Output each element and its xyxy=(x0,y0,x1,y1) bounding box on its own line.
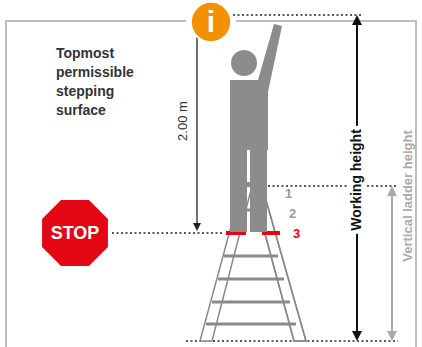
node-label: STOP xyxy=(51,223,100,244)
step-number: 3 xyxy=(293,226,300,241)
frame xyxy=(6,21,416,347)
stop-sign: STOP xyxy=(38,196,112,270)
node-text-wrap: STOP xyxy=(38,196,112,270)
ladder-height-arrow xyxy=(387,186,397,341)
badge-circle xyxy=(191,2,231,42)
node-text-wrap: i xyxy=(189,0,233,44)
ladder-height-label: Vertical ladder height xyxy=(401,130,415,262)
octagon-shape xyxy=(40,198,110,268)
step-number: 1 xyxy=(285,186,292,201)
reference-lines xyxy=(112,15,398,341)
dimension-label: 2.00 m xyxy=(176,101,190,141)
working-height-label: Working height xyxy=(348,126,365,234)
node-label: i xyxy=(207,5,215,39)
person-figure xyxy=(230,24,282,232)
step-number: 2 xyxy=(289,206,296,221)
note-text: Topmost permissible stepping surface xyxy=(56,44,166,120)
dimension-arrow xyxy=(193,16,201,231)
info-badge: i xyxy=(189,0,233,44)
